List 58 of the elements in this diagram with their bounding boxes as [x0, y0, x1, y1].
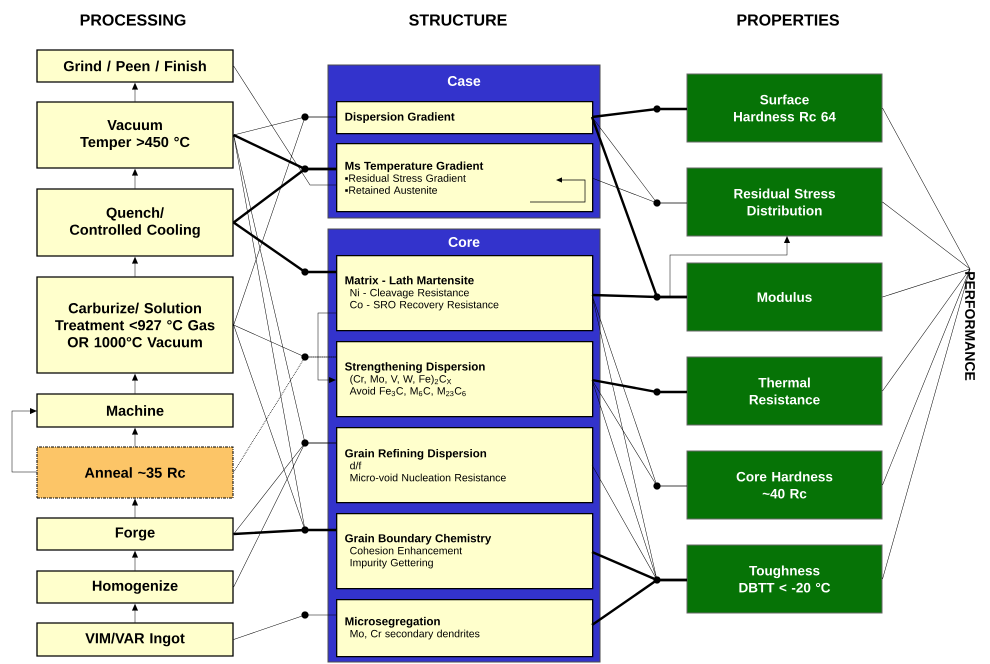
- connector: [882, 268, 970, 298]
- connector: [233, 116, 336, 326]
- connector: [233, 356, 336, 473]
- structure-box: Strengthening Dispersion (Cr, Mo, V, W, Fe)$_{2}$C$_{X}$ Avoid Fe$_{3}$C, M$_{6}$C, M$_{23}$C$_{6}$: [336, 341, 594, 418]
- process-box: VIM/VAR Ingot: [36, 622, 234, 657]
- process-box: Forge: [36, 517, 234, 551]
- connector: [132, 428, 138, 447]
- connector: [592, 178, 688, 204]
- structure-box: Grain Refining Dispersion d/f Micro-void Nucleation Resistance: [336, 427, 594, 504]
- connector: [12, 408, 38, 472]
- structure-box: Dispersion Gradient: [336, 101, 594, 134]
- connector: [233, 324, 336, 358]
- property-box: Toughness DBTT < -20 °C: [686, 544, 882, 614]
- connector: [132, 83, 138, 102]
- process-box: Grind / Peen / Finish: [36, 49, 234, 83]
- connector: [232, 168, 336, 224]
- structure-box: Grain Boundary Chemistry Cohesion Enhancement Impurity Gettering: [336, 513, 594, 590]
- connector: [882, 108, 970, 270]
- property-box: Thermal Resistance: [686, 356, 882, 426]
- connector: [592, 108, 687, 118]
- connector: [233, 66, 336, 186]
- connector: [234, 528, 336, 536]
- connector: [882, 202, 970, 270]
- property-box: Core Hardness ~40 Rc: [686, 450, 882, 520]
- connector: [882, 268, 970, 486]
- structure-box: Microsegregation Mo, Cr secondary dendrites: [336, 599, 594, 658]
- connector: [592, 378, 687, 394]
- process-box: Homogenize: [36, 570, 234, 604]
- column-heading: PROPERTIES: [738, 14, 839, 26]
- connector: [132, 374, 138, 394]
- structure-box: Matrix - Lath Martensite Ni - Cleavage Resistance Co - SRO Recovery Resistance: [336, 255, 594, 332]
- optional-process-box: Anneal ~35 Rc: [36, 446, 234, 498]
- structure-box: Ms Temperature Gradient ▪Residual Stress Gradient ▪Retained Austenite: [336, 143, 594, 212]
- process-box: Quench/ Controlled Cooling: [36, 188, 234, 257]
- connector: [132, 551, 138, 571]
- column-heading: STRUCTURE: [409, 14, 507, 26]
- connector: [232, 222, 336, 274]
- connector: [591, 578, 687, 626]
- property-box: Residual Stress Distribution: [686, 168, 882, 236]
- connector: [592, 380, 688, 486]
- process-box: Carburize/ Solution Treatment <927 °C Gas OR 1000°C Vacuum: [36, 276, 234, 374]
- property-box: Modulus: [686, 262, 882, 332]
- connector: [882, 268, 970, 580]
- connector: [318, 312, 336, 383]
- connector: [882, 268, 970, 392]
- connector: [233, 614, 336, 640]
- column-heading: PROCESSING: [80, 14, 186, 26]
- process-box: Vacuum Temper >450 °C: [36, 101, 234, 169]
- connector: [132, 169, 138, 189]
- property-box: Surface Hardness Rc 64: [686, 74, 882, 142]
- connector: [132, 604, 138, 623]
- process-box: Machine: [36, 393, 234, 428]
- connector: [670, 236, 790, 298]
- connector: [592, 294, 687, 298]
- connector: [132, 498, 138, 518]
- performance-label: PERFORMANCE: [965, 272, 975, 380]
- connector: [132, 257, 138, 277]
- connector: [233, 442, 336, 588]
